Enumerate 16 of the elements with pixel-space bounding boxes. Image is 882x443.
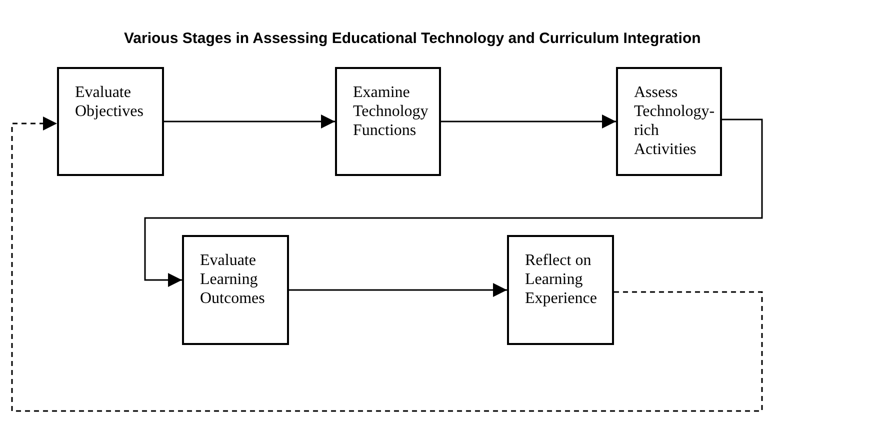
stage-label: Evaluate Learning Outcomes (200, 251, 266, 308)
arrow (441, 114, 616, 128)
dashed-arrow (11, 116, 763, 412)
diagram-title: Various Stages in Assessing Educational Technology and Curriculum Integration (124, 30, 701, 47)
process-box (616, 67, 722, 176)
process-box (507, 235, 614, 345)
stage-label: Assess Technology-rich Activities (634, 83, 714, 159)
process-box (335, 67, 441, 176)
stage-label: Examine Technology Functions (353, 83, 430, 140)
stage-label: Evaluate Objectives (75, 83, 144, 121)
process-box (182, 235, 289, 345)
arrow (144, 118, 763, 287)
arrow (289, 283, 507, 297)
process-box (57, 67, 164, 176)
stage-label: Reflect on Learning Experience (525, 251, 598, 308)
arrow (164, 114, 335, 128)
